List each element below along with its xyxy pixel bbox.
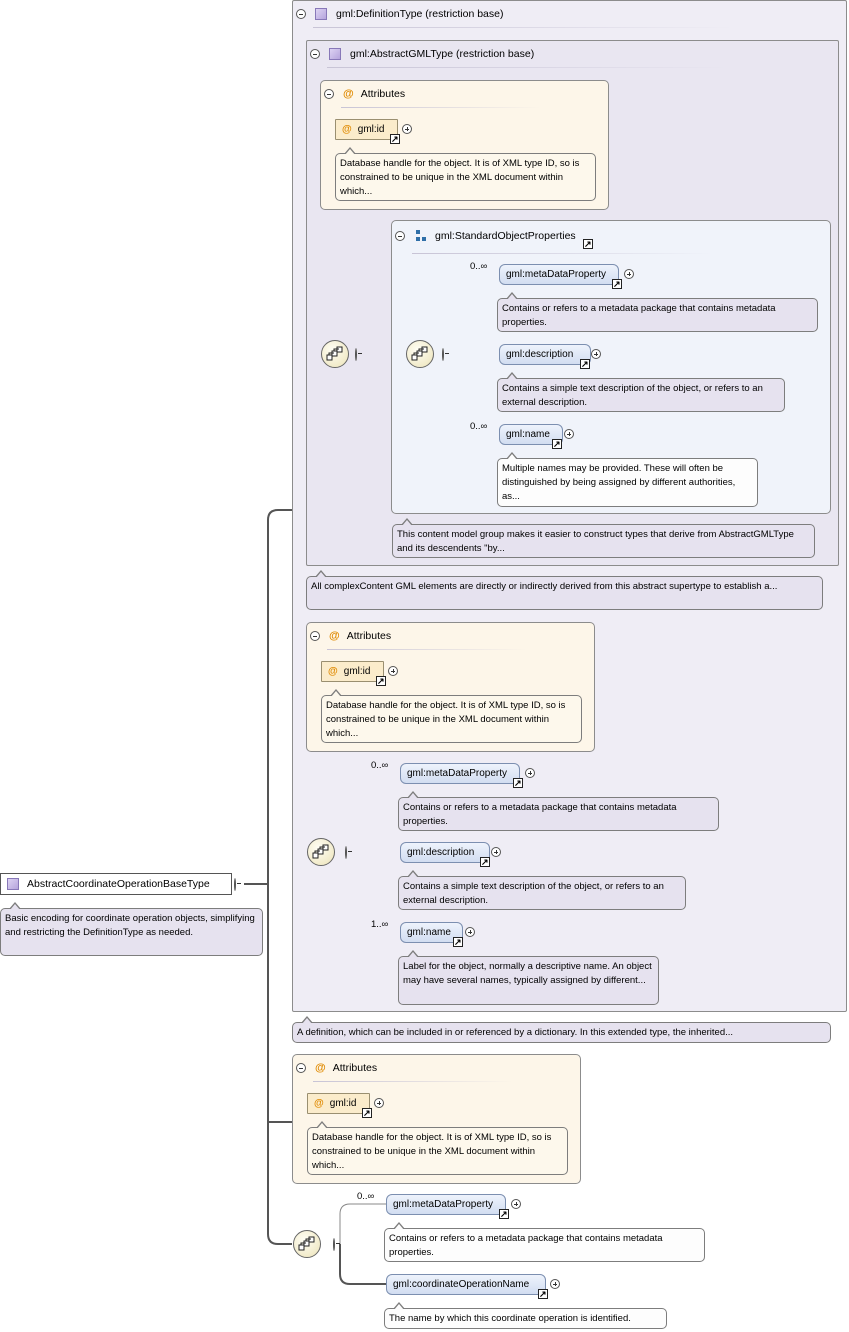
minus-circle-icon[interactable] — [296, 9, 306, 19]
plus-circle-icon[interactable] — [374, 1098, 384, 1108]
standard-object-properties-doc: This content model group makes it easier… — [392, 518, 815, 558]
model-group-icon — [416, 230, 428, 242]
minus-circle-icon[interactable] — [442, 348, 444, 361]
at-sign-icon: @ — [315, 1062, 326, 1074]
cardinality-label: 1..∞ — [371, 919, 389, 930]
link-arrow-icon[interactable] — [513, 776, 523, 790]
coordinate-operation-name-element[interactable]: gml:coordinateOperationName — [386, 1274, 546, 1295]
at-sign-icon: @ — [342, 124, 352, 135]
gml-id-doc: Database handle for the object. It is of… — [335, 147, 596, 201]
root-type-doc: Basic encoding for coordinate operation … — [0, 902, 263, 956]
link-arrow-icon[interactable] — [538, 1287, 548, 1301]
at-sign-icon: @ — [343, 88, 354, 100]
plus-circle-icon[interactable] — [525, 768, 535, 778]
link-arrow-icon[interactable] — [376, 674, 386, 688]
gml-id-attribute[interactable]: @ gml:id — [335, 119, 398, 140]
minus-circle-icon[interactable] — [333, 1238, 335, 1251]
sequence-compositor-icon[interactable] — [321, 340, 349, 368]
link-arrow-icon[interactable] — [612, 277, 622, 291]
at-sign-icon: @ — [328, 666, 338, 677]
name-element[interactable]: gml:name — [499, 424, 563, 445]
name-doc: Label for the object, normally a descrip… — [398, 950, 659, 1005]
metadata-property-element[interactable]: gml:metaDataProperty — [400, 763, 520, 784]
link-arrow-icon[interactable] — [580, 357, 590, 371]
cardinality-label: 0..∞ — [470, 261, 488, 272]
attribute-name: gml:id — [329, 1098, 357, 1109]
metadata-property-element[interactable]: gml:metaDataProperty — [386, 1194, 506, 1215]
plus-circle-icon[interactable] — [624, 269, 634, 279]
minus-circle-icon[interactable] — [234, 878, 236, 891]
plus-circle-icon[interactable] — [491, 847, 501, 857]
coordinate-operation-name-doc: The name by which this coordinate operat… — [384, 1302, 667, 1329]
attributes-label: Attributes — [346, 630, 392, 642]
metadata-property-doc: Contains or refers to a metadata package… — [398, 791, 719, 831]
root-type-name: AbstractCoordinateOperationBaseType — [27, 878, 210, 890]
minus-circle-icon[interactable] — [310, 49, 320, 59]
plus-circle-icon[interactable] — [591, 349, 601, 359]
gml-id-attribute[interactable]: @ gml:id — [321, 661, 384, 682]
link-arrow-icon[interactable] — [390, 132, 400, 146]
metadata-property-element[interactable]: gml:metaDataProperty — [499, 264, 619, 285]
at-sign-icon: @ — [329, 630, 340, 642]
abstract-gml-type-title: gml:AbstractGMLType (restriction base) — [350, 48, 535, 60]
sequence-compositor-icon[interactable] — [406, 340, 434, 368]
plus-circle-icon[interactable] — [564, 429, 574, 439]
description-doc: Contains a simple text description of th… — [398, 870, 686, 910]
plus-circle-icon[interactable] — [402, 124, 412, 134]
complex-type-icon — [329, 48, 341, 60]
sequence-compositor-icon[interactable] — [293, 1230, 321, 1258]
minus-circle-icon[interactable] — [395, 231, 405, 241]
description-element[interactable]: gml:description — [499, 344, 591, 365]
attributes-label: Attributes — [360, 88, 406, 100]
plus-circle-icon[interactable] — [550, 1279, 560, 1289]
metadata-property-doc: Contains or refers to a metadata package… — [497, 292, 818, 332]
standard-object-properties-title: gml:StandardObjectProperties — [435, 230, 576, 242]
description-doc: Contains a simple text description of th… — [497, 372, 785, 412]
minus-circle-icon[interactable] — [324, 89, 334, 99]
plus-circle-icon[interactable] — [511, 1199, 521, 1209]
attribute-name: gml:id — [357, 124, 385, 135]
gml-id-attribute[interactable]: @ gml:id — [307, 1093, 370, 1114]
link-arrow-icon[interactable] — [499, 1207, 509, 1221]
name-element[interactable]: gml:name — [400, 922, 463, 943]
definition-type-title: gml:DefinitionType (restriction base) — [336, 8, 504, 20]
link-arrow-icon[interactable] — [552, 437, 562, 451]
cardinality-label: 0..∞ — [357, 1191, 375, 1202]
abstract-gml-type-doc: All complexContent GML elements are dire… — [306, 570, 823, 610]
abstract-gml-type-header: gml:AbstractGMLType (restriction base) — [310, 47, 534, 61]
attributes-label: Attributes — [332, 1062, 378, 1074]
at-sign-icon: @ — [314, 1098, 324, 1109]
root-type-box[interactable]: AbstractCoordinateOperationBaseType — [0, 873, 232, 895]
link-arrow-icon[interactable] — [480, 855, 490, 869]
plus-circle-icon[interactable] — [388, 666, 398, 676]
minus-circle-icon[interactable] — [296, 1063, 306, 1073]
link-arrow-icon[interactable] — [453, 935, 463, 949]
link-arrow-icon[interactable] — [362, 1106, 372, 1120]
minus-circle-icon[interactable] — [310, 631, 320, 641]
cardinality-label: 0..∞ — [470, 421, 488, 432]
description-element[interactable]: gml:description — [400, 842, 490, 863]
metadata-property-doc: Contains or refers to a metadata package… — [384, 1222, 705, 1262]
complex-type-icon — [7, 878, 19, 890]
definition-type-header: gml:DefinitionType (restriction base) — [296, 7, 503, 21]
minus-circle-icon[interactable] — [345, 846, 347, 859]
name-doc: Multiple names may be provided. These wi… — [497, 452, 758, 507]
sequence-compositor-icon[interactable] — [307, 838, 335, 866]
plus-circle-icon[interactable] — [465, 927, 475, 937]
gml-id-doc: Database handle for the object. It is of… — [321, 689, 582, 743]
minus-circle-icon[interactable] — [355, 348, 357, 361]
complex-type-icon — [315, 8, 327, 20]
attribute-name: gml:id — [343, 666, 371, 677]
definition-type-doc: A definition, which can be included in o… — [292, 1016, 831, 1043]
link-arrow-icon[interactable] — [583, 237, 593, 251]
cardinality-label: 0..∞ — [371, 760, 389, 771]
gml-id-doc: Database handle for the object. It is of… — [307, 1121, 568, 1175]
